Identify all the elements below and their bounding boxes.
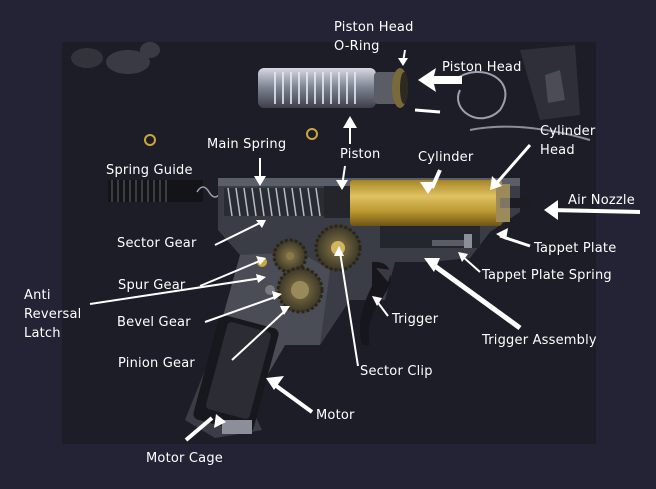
- label-piston: Piston: [340, 147, 381, 162]
- main-spring-part: [224, 186, 354, 218]
- label-motor-cage: Motor Cage: [146, 451, 223, 466]
- label-sector-clip: Sector Clip: [360, 364, 433, 379]
- label-piston-head: Piston Head: [442, 60, 522, 75]
- gear-set: [257, 224, 362, 314]
- arrow-sector-clip: [339, 251, 359, 367]
- label-cylinder: Cylinder: [418, 150, 474, 165]
- label-spur-gear: Spur Gear: [118, 278, 186, 293]
- motor-part: [193, 315, 279, 433]
- cylinder-part: [350, 180, 532, 226]
- trigger-part: [360, 261, 391, 345]
- label-tappet-plate-spring: Tappet Plate Spring: [482, 268, 612, 283]
- label-spring-guide: Spring Guide: [106, 163, 193, 178]
- arrow-tappet-spring: [461, 255, 481, 273]
- label-sector-gear: Sector Gear: [117, 236, 197, 251]
- label-tappet-plate: Tappet Plate: [534, 241, 617, 256]
- label-main-spring: Main Spring: [207, 137, 287, 152]
- arrow-pinion-gear: [231, 309, 287, 361]
- arrow-piston-head-shaft: [414, 108, 441, 114]
- label-bevel-gear: Bevel Gear: [117, 315, 191, 330]
- arrow-sector-gear: [214, 221, 263, 246]
- arrowhead-piston-head: [418, 68, 462, 92]
- label-trigger-assembly: Trigger Assembly: [482, 333, 597, 348]
- arrow-bevel-gear: [204, 295, 279, 323]
- arrow-motor: [273, 383, 314, 414]
- arrow-anti-reversal-latch: [89, 277, 263, 305]
- arrow-spur-gear: [199, 259, 263, 287]
- arrow-motor-cage: [184, 416, 214, 442]
- label-piston-head-oring: Piston Head O-Ring: [334, 20, 414, 54]
- label-cylinder-head: Cylinder Head: [540, 124, 596, 158]
- label-motor: Motor: [316, 408, 355, 423]
- arrow-trigger-assembly: [430, 261, 522, 331]
- label-pinion-gear: Pinion Gear: [118, 356, 195, 371]
- piston-part: [258, 68, 408, 108]
- spring-guide-part: [108, 180, 222, 202]
- arrow-cylinder-head: [493, 144, 532, 186]
- label-air-nozzle: Air Nozzle: [568, 193, 635, 208]
- arrow-air-nozzle: [549, 208, 641, 214]
- label-trigger: Trigger: [392, 312, 439, 327]
- label-anti-reversal-latch: Anti Reversal Latch: [24, 288, 82, 341]
